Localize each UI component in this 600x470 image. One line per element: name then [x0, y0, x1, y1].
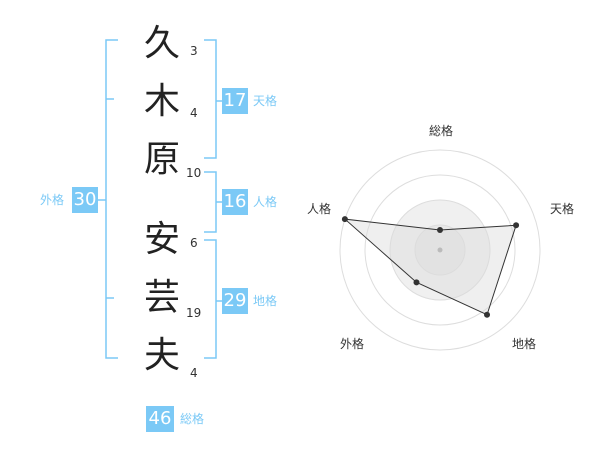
radar-point-3: [413, 279, 420, 286]
soukaku-label: 総格: [180, 412, 205, 426]
chikaku-badge: 29: [222, 288, 248, 314]
jinkaku-badge: 16: [222, 189, 248, 215]
gaikaku-badge: 30: [72, 187, 98, 213]
radar-center-point: [437, 247, 443, 253]
name-char-5: 芸: [143, 277, 180, 318]
name-char-2: 木: [143, 81, 180, 122]
jinkaku-label: 人格: [253, 195, 278, 209]
tenkaku-label: 天格: [253, 94, 278, 108]
radar-series-polygon: [343, 218, 517, 316]
radar-axis-label-gaikaku: 外格: [339, 337, 364, 351]
radar-point-1: [513, 222, 520, 229]
radar-point-2: [484, 311, 491, 318]
name-char-1: 久: [143, 23, 180, 64]
chikaku-label: 地格: [253, 294, 278, 308]
soukaku-badge: 46: [146, 406, 174, 432]
stroke-count-2: 4: [190, 106, 198, 120]
stroke-count-3: 10: [186, 166, 202, 180]
radar-point-0: [437, 227, 443, 233]
radar-ring: [364, 174, 516, 326]
name-char-4: 安: [143, 219, 180, 260]
radar-axis-label-soukaku: 総格: [428, 124, 453, 138]
stroke-count-6: 4: [190, 366, 198, 380]
radar-axis-label-tenkaku: 天格: [549, 202, 574, 216]
name-char-3: 原: [143, 139, 180, 180]
radar-ring: [339, 149, 541, 351]
radar-axis-label-jinkaku: 人格: [306, 202, 331, 216]
stroke-count-4: 6: [190, 236, 198, 250]
name-char-6: 夫: [143, 335, 180, 376]
tenkaku-badge: 17: [222, 88, 248, 114]
gaikaku-label: 外格: [40, 193, 65, 207]
stroke-count-1: 3: [190, 44, 198, 58]
radar-axis-label-chikaku: 地格: [511, 337, 536, 351]
radar-point-4: [341, 216, 348, 223]
stroke-count-5: 19: [186, 306, 202, 320]
